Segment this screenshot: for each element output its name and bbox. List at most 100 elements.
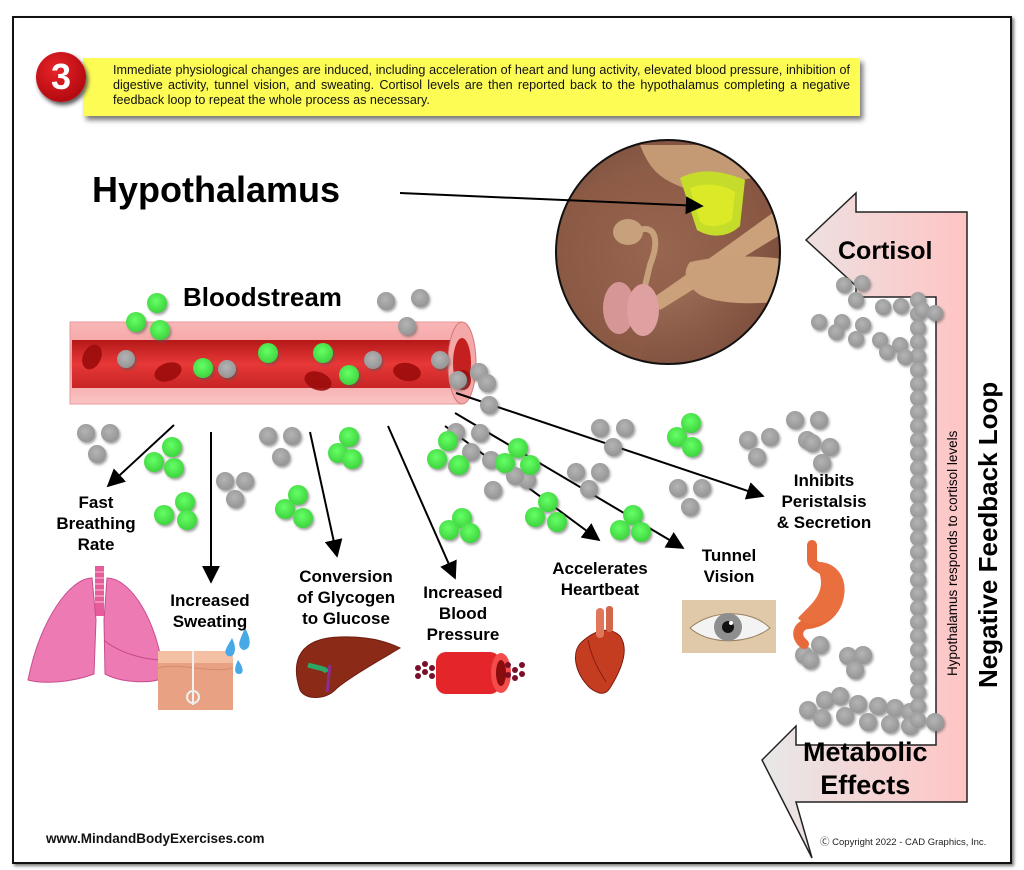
cortisol-molecule (836, 277, 852, 293)
molecule-cells (77, 275, 944, 735)
cortisol-molecule (910, 334, 926, 350)
effect-line: Peristalsis (781, 492, 867, 511)
effect-arrows (106, 392, 765, 584)
cortisol-molecule (910, 460, 926, 476)
liver-icon (295, 636, 402, 698)
cortisol-molecule (910, 404, 926, 420)
glucose-molecule (538, 492, 558, 512)
cortisol-molecule (910, 670, 926, 686)
cortisol-molecule (910, 502, 926, 518)
cortisol-molecule (449, 371, 467, 389)
cortisol-molecule (910, 488, 926, 504)
glucose-molecule (631, 522, 651, 542)
lungs-icon (27, 566, 165, 683)
glucose-molecule (177, 510, 197, 530)
cortisol-molecule (859, 713, 877, 731)
effect-line: Inhibits (793, 471, 855, 490)
blood-vessel-icon (415, 652, 525, 694)
cortisol-molecule (471, 424, 489, 442)
cortisol-molecule (799, 701, 817, 719)
cortisol-molecule (897, 349, 913, 365)
cortisol-molecule (892, 337, 908, 353)
cortisol-molecule (803, 434, 821, 452)
cortisol-molecule (875, 299, 891, 315)
website-link[interactable]: www.MindandBodyExercises.com (46, 831, 265, 846)
cortisol-molecule (910, 600, 926, 616)
effect-line: Increased (170, 591, 250, 610)
glucose-molecule (193, 358, 213, 378)
step-description-note: Immediate physiological changes are indu… (83, 58, 860, 116)
hypothalamus-pointer-arrow (399, 192, 704, 215)
glucose-molecule (150, 320, 170, 340)
cortisol-molecule (910, 656, 926, 672)
cortisol-molecule (910, 530, 926, 546)
cortisol-molecule (848, 292, 864, 308)
effect-label-sweating: Increased Sweating (157, 590, 263, 632)
glucose-molecule (313, 343, 333, 363)
glucose-molecule (162, 437, 182, 457)
cortisol-molecule (604, 438, 622, 456)
cortisol-molecule (811, 636, 829, 654)
cortisol-molecule (839, 647, 857, 665)
cortisol-molecule (101, 424, 119, 442)
effect-label-breathing: Fast Breathing Rate (56, 492, 136, 555)
cortisol-molecule (377, 292, 395, 310)
cortisol-molecule (849, 695, 867, 713)
cortisol-molecule (910, 558, 926, 574)
cortisol-molecule (226, 490, 244, 508)
loop-subtitle: Hypothalamus responds to cortisol levels (945, 430, 960, 676)
cortisol-molecule (681, 498, 699, 516)
bloodstream-label: Bloodstream (183, 282, 342, 312)
cortisol-molecule (616, 419, 634, 437)
glucose-molecule (682, 437, 702, 457)
eye-icon (682, 600, 776, 653)
cortisol-molecule (910, 474, 926, 490)
glucose-molecule (610, 520, 630, 540)
cortisol-molecule (272, 448, 290, 466)
copyright-notice: Ⓒ Copyright 2022 - CAD Graphics, Inc. (820, 837, 987, 848)
cortisol-molecule (431, 351, 449, 369)
glucose-molecule (547, 512, 567, 532)
glucose-molecule (144, 452, 164, 472)
cortisol-molecule (910, 614, 926, 630)
effect-line: Pressure (426, 625, 500, 644)
effect-line: Increased (423, 583, 503, 602)
cortisol-molecule (831, 687, 849, 705)
glucose-molecule (520, 455, 540, 475)
glucose-molecule (495, 453, 515, 473)
cortisol-molecule (910, 390, 926, 406)
glucose-molecule (339, 427, 359, 447)
cortisol-molecule (567, 463, 585, 481)
stomach-icon (793, 540, 845, 649)
effect-line: Heartbeat (560, 580, 640, 599)
cortisol-molecule (910, 628, 926, 644)
cortisol-molecule (484, 481, 502, 499)
cortisol-molecule (910, 516, 926, 532)
cortisol-molecule (283, 427, 301, 445)
glucose-molecule (438, 431, 458, 451)
cortisol-molecule (591, 463, 609, 481)
cortisol-molecule (813, 709, 831, 727)
effect-label-tunnel-vision: Tunnel Vision (684, 545, 774, 587)
cortisol-molecule (748, 448, 766, 466)
cortisol-molecule (821, 438, 839, 456)
effect-line: to Glucose (302, 609, 390, 628)
effect-line: Fast (78, 493, 114, 512)
skin-sweat-icon (157, 628, 250, 710)
glucose-molecule (147, 293, 167, 313)
cortisol-molecule (398, 317, 416, 335)
effect-label-glycogen: Conversion of Glycogen to Glucose (283, 566, 409, 629)
glucose-molecule (342, 449, 362, 469)
glucose-molecule (275, 499, 295, 519)
glucose-molecule (449, 455, 469, 475)
glucose-molecule (427, 449, 447, 469)
cortisol-molecule (910, 544, 926, 560)
cortisol-molecule (881, 715, 899, 733)
cortisol-molecule (886, 699, 904, 717)
effect-line: Blood (438, 604, 488, 623)
cortisol-molecule (927, 305, 943, 321)
cortisol-molecule (816, 691, 834, 709)
effect-line: Sweating (172, 612, 248, 631)
cortisol-molecule (910, 376, 926, 392)
glucose-molecule (164, 458, 184, 478)
